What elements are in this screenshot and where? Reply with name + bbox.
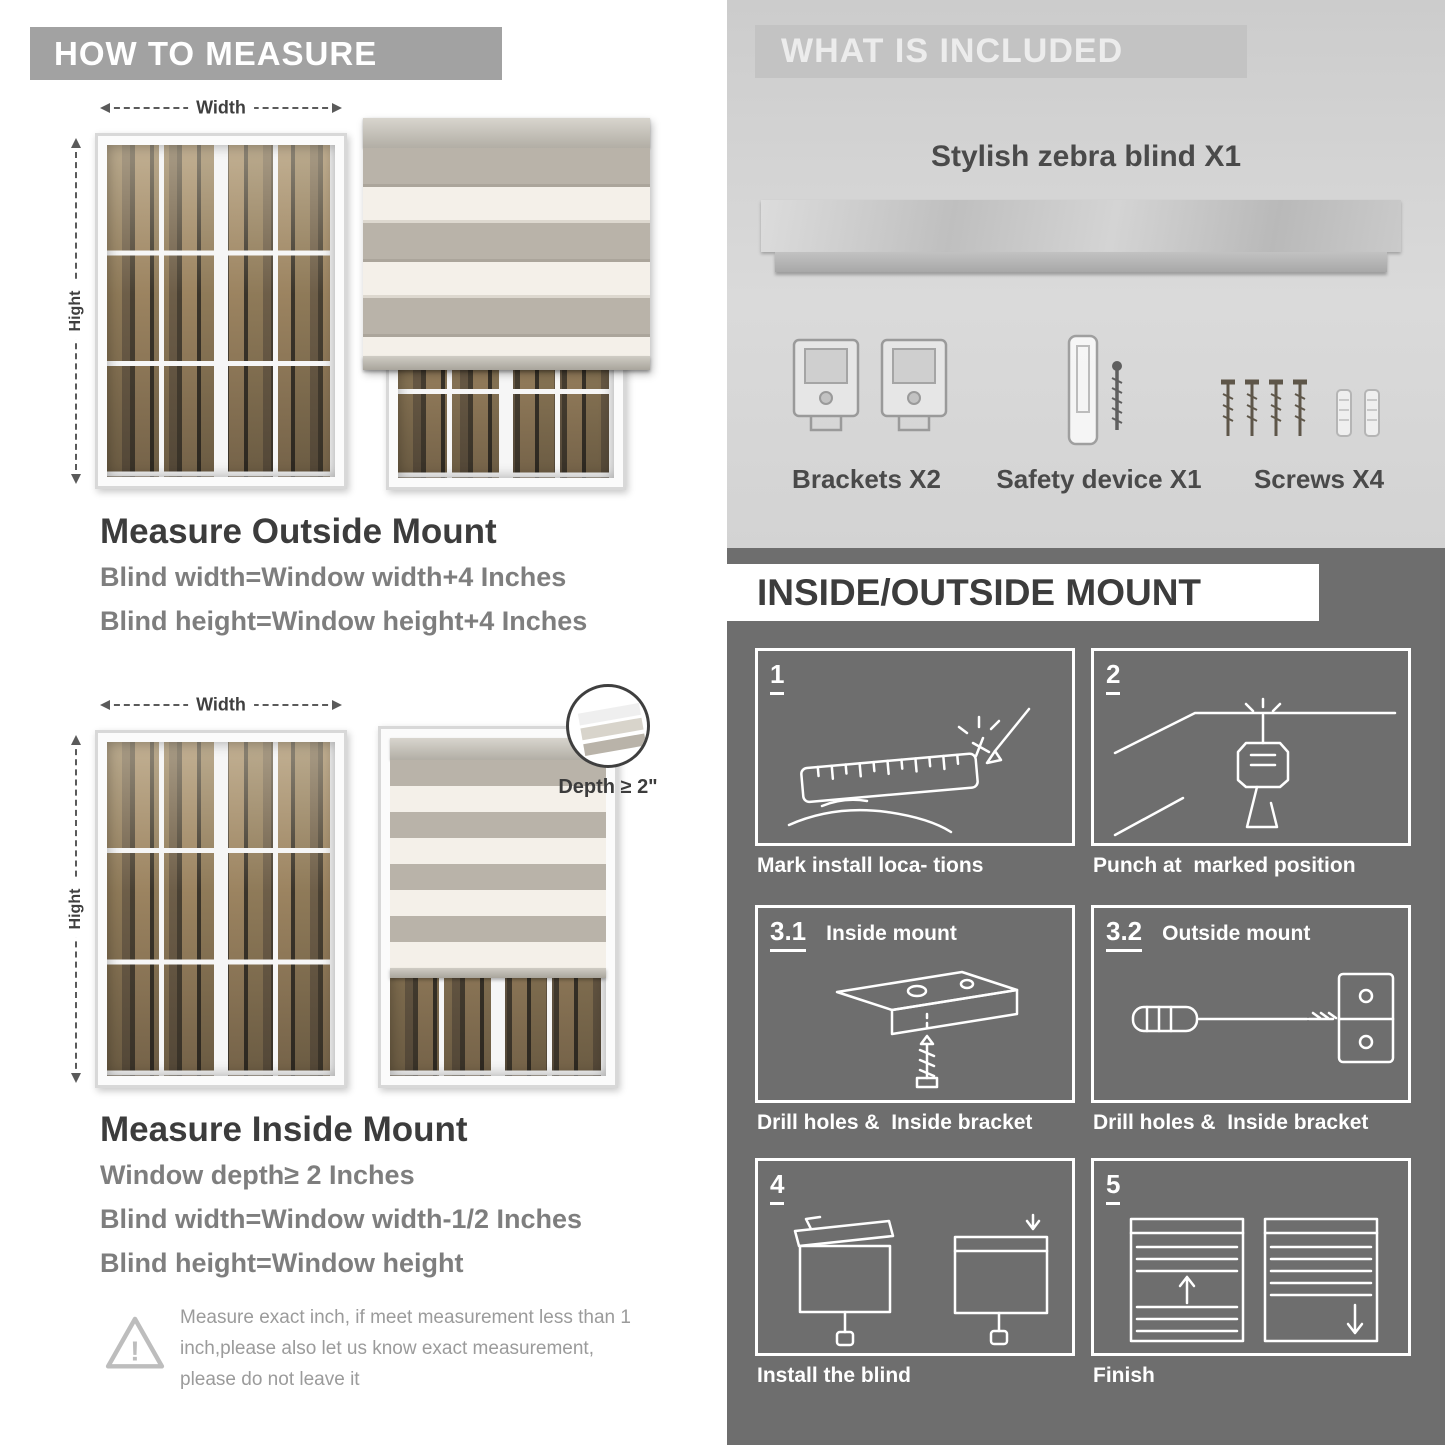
inside-rule-width: Blind width=Window width-1/2 Inches: [100, 1204, 583, 1234]
step-number: 3.2: [1106, 916, 1143, 952]
product-label: Stylish zebra blind X1: [930, 140, 1242, 173]
wall-anchor-icon: [1336, 389, 1380, 437]
brackets-label: Brackets X2: [792, 464, 941, 494]
step-title: Outside mount: [1162, 922, 1311, 945]
how-to-measure-section: HOW TO MEASURE Width Hight Measure Outsi…: [0, 0, 712, 1445]
blind-headrail-lip: [775, 252, 1387, 272]
step-caption-1: Mark install loca- tions: [757, 854, 984, 877]
finish-illustration: [1129, 1217, 1379, 1343]
drill-illustration: [1113, 697, 1397, 837]
safety-device-label: Safety device X1: [996, 464, 1202, 494]
depth-label: Depth ≥ 2": [558, 776, 658, 798]
warning-exclamation: !: [130, 1336, 139, 1367]
window-panes: [107, 145, 335, 477]
how-to-measure-header: HOW TO MEASURE: [30, 27, 502, 80]
screws-label: Screws X4: [1253, 464, 1385, 494]
zebra-blind-outside: [363, 118, 650, 370]
screws-icon: [1221, 379, 1380, 437]
width-label: Width: [188, 694, 254, 716]
inside-mount-blind-illustration: [378, 726, 618, 1088]
height-dimension-arrow-2: Hight: [67, 730, 85, 1088]
width-dimension-arrow-2: Width: [95, 694, 347, 716]
height-dimension-arrow: Hight: [67, 133, 85, 489]
window-illustration-inside: [95, 730, 347, 1088]
outside-mount-blind-illustration: [363, 118, 650, 490]
mark-location-illustration: [787, 707, 1031, 834]
inside-rule-height: Blind height=Window height: [100, 1248, 464, 1278]
mount-section-title: INSIDE/OUTSIDE MOUNT: [757, 571, 1202, 613]
step-number: 5: [1106, 1169, 1121, 1205]
what-is-included-section: WHAT IS INCLUDED Stylish zebra blind X1: [727, 0, 1445, 548]
inside-outside-mount-section: INSIDE/OUTSIDE MOUNT 1: [727, 548, 1445, 1445]
warning-triangle-icon: !: [105, 1316, 165, 1369]
window-panes: [107, 742, 335, 1076]
step-panel-4: 4: [755, 1158, 1075, 1356]
step-title: Inside mount: [826, 922, 957, 945]
what-is-included-title: WHAT IS INCLUDED: [781, 32, 1124, 70]
step-caption-4: Install the blind: [757, 1364, 912, 1387]
outside-bracket-illustration: [1131, 972, 1395, 1064]
warning-text: Measure exact inch, if meet measurement …: [180, 1307, 631, 1390]
blind-bottomrail: [363, 356, 650, 370]
mount-section-header: INSIDE/OUTSIDE MOUNT: [727, 564, 1319, 621]
height-label: Hight: [67, 880, 85, 938]
outside-mount-title: Measure Outside Mount: [100, 512, 497, 551]
inside-bracket-illustration: [835, 970, 1019, 1089]
step-caption-3-2: Drill holes & Inside bracket: [1093, 1111, 1369, 1134]
bracket-icon: [880, 338, 948, 432]
install-blind-illustration: [793, 1213, 1049, 1347]
bracket-icon: [792, 338, 860, 432]
width-label: Width: [188, 97, 254, 119]
step-number: 4: [770, 1169, 785, 1205]
step-panel-5: 5: [1091, 1158, 1411, 1356]
inside-rule-depth: Window depth≥ 2 Inches: [100, 1160, 415, 1190]
step-caption-3-1: Drill holes & Inside bracket: [757, 1111, 1033, 1134]
step-caption-5: Finish: [1093, 1364, 1155, 1387]
step-number: 3.1: [770, 916, 807, 952]
step-panel-1: 1: [755, 648, 1075, 846]
step-caption-2: Punch at marked position: [1093, 854, 1356, 877]
width-dimension-arrow: Width: [95, 97, 347, 119]
what-is-included-header: WHAT IS INCLUDED: [755, 25, 1247, 78]
step-number: 1: [770, 659, 785, 695]
outside-rule-width: Blind width=Window width+4 Inches: [100, 562, 567, 592]
how-to-measure-title: HOW TO MEASURE: [54, 34, 378, 72]
step-panel-3-2: 3.2 Outside mount: [1091, 905, 1411, 1103]
blind-headrail-graphic: [761, 200, 1401, 252]
right-column: WHAT IS INCLUDED Stylish zebra blind X1: [727, 0, 1445, 1445]
step-number: 2: [1106, 659, 1121, 695]
depth-callout-circle: [566, 684, 650, 768]
outside-rule-height: Blind height=Window height+4 Inches: [100, 606, 588, 636]
blind-zebra-stripes: [363, 148, 650, 356]
inside-mount-title: Measure Inside Mount: [100, 1110, 468, 1149]
zebra-blind-inside: [390, 738, 606, 978]
step-panel-3-1: 3.1 Inside mount: [755, 905, 1075, 1103]
window-illustration-outside: [95, 133, 347, 489]
height-label: Hight: [67, 282, 85, 340]
blind-zebra-stripes: [390, 760, 606, 968]
blind-headrail: [363, 118, 650, 148]
safety-device-icon: [1067, 334, 1123, 446]
blind-bottomrail: [390, 968, 606, 978]
blind-headrail: [390, 738, 606, 760]
step-panel-2: 2: [1091, 648, 1411, 846]
